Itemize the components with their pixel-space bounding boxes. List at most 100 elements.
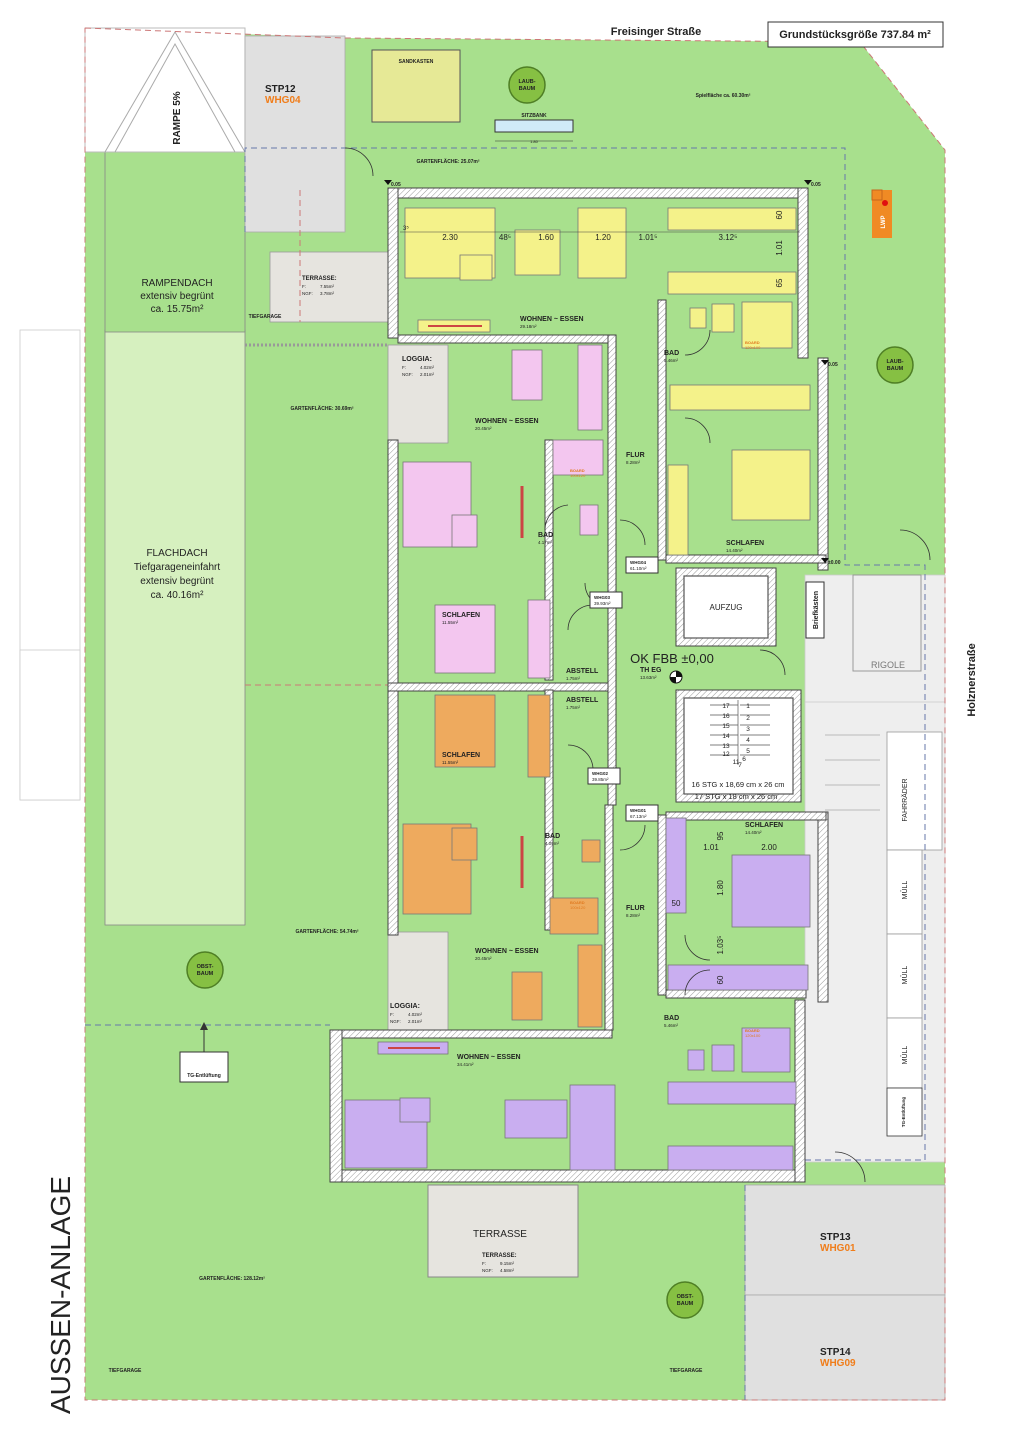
building-wall-right-2 [817, 811, 829, 1003]
ok-fbb-label: OK FBB ±0,00 [630, 651, 714, 666]
tg-entl-left: TG-Entlüftung [187, 1073, 221, 1079]
terrasse-top-n: NGF: [302, 291, 313, 296]
terrasse-bottom-big: TERRASSE [473, 1229, 527, 1240]
stair-inner [683, 697, 794, 795]
room-w2-name: WOHNEN ~ ESSEN [475, 948, 539, 955]
tg-entluftung-box [179, 1051, 229, 1083]
dim-w1-180: 1.80 [716, 880, 725, 896]
room-w1bad-area: 5.46m² [664, 1023, 679, 1028]
room-w1-area: 34.41m² [457, 1062, 474, 1067]
tg-entl-box [886, 1087, 923, 1137]
room-w4-area: 29.18m² [520, 324, 537, 329]
room-w4schl-name: SCHLAFEN [726, 540, 764, 547]
board-w3 [552, 439, 604, 476]
board-dim-w4: 120x100 [745, 345, 761, 350]
room-w4flur-name: FLUR [626, 452, 645, 459]
room-w1-name: WOHNEN ~ ESSEN [457, 1054, 521, 1061]
terrasse-top-fv: 7.55m² [320, 284, 335, 289]
spielflaeche: Spielfläche ca. 60.30m² [696, 93, 751, 99]
stair-num: 6 [742, 756, 746, 763]
flachdach-4: ca. 40.16m² [151, 590, 204, 601]
loggia1-f: F: [402, 365, 406, 370]
parking-stp12 [244, 35, 346, 233]
dim-w1-95: 95 [716, 831, 725, 840]
wall-core-3 [657, 299, 667, 561]
wc-w4 [689, 307, 707, 329]
terrasse-bottom-f: F: [482, 1261, 486, 1266]
board-dim-w2: 100x120 [570, 905, 586, 910]
rampendach-3: ca. 15.75m² [151, 304, 204, 315]
room-w4bad-area: 5.46m² [664, 358, 679, 363]
tiefgarage-3: TIEFGARAGE [670, 1368, 703, 1374]
sitzbank-dim: 1.80 [530, 139, 539, 144]
dim-65: 65 [775, 278, 784, 287]
tiefgarage-1: TIEFGARAGE [249, 314, 282, 320]
dim-w1-60: 60 [716, 975, 725, 984]
parking-stp13 [744, 1184, 946, 1296]
rigole [852, 574, 922, 672]
loggia1-fv: 4.02m² [420, 365, 435, 370]
loggia1-n: NGF: [402, 372, 413, 377]
wall-mid-1 [397, 334, 611, 344]
rampendach-area [104, 151, 246, 333]
dim-2-30: 2.30 [442, 233, 458, 242]
sink-w4 [711, 303, 735, 333]
wardrobe-2-w4 [669, 384, 811, 411]
wall-core-6 [544, 689, 554, 931]
bike-racks [825, 734, 880, 811]
wall-core-5 [544, 439, 554, 681]
garten-1: GARTENFLÄCHE: 25.07m² [416, 158, 479, 165]
board-label-w2: BOARD [570, 900, 585, 905]
laubbaum-label-1b: BAUM [519, 86, 536, 92]
building-wall-bottom [329, 1169, 806, 1183]
kitchen-w1 [667, 1081, 797, 1105]
room-w3abst-name: ABSTELL [566, 668, 599, 675]
rampendach-2: extensiv begrünt [140, 291, 214, 302]
room-w3-area: 20.45m² [475, 426, 492, 431]
sofa-w2 [511, 971, 543, 1021]
loggia2-n: NGF: [390, 1019, 401, 1024]
kitchen-w3 [577, 344, 603, 431]
dim-48: 48⁵ [499, 233, 511, 242]
garten-3: GARTENFLÄCHE: 54.74m² [295, 928, 358, 935]
loggia2-f: F: [390, 1012, 394, 1017]
loggia2-fv: 4.02m² [408, 1012, 423, 1017]
room-w4bad-name: BAD [664, 350, 679, 357]
room-w1flur-name: FLUR [626, 905, 645, 912]
stair-num: 5 [746, 748, 750, 755]
room-w1flur-area: 8.28m² [626, 913, 641, 918]
whg03-area: 39.93m² [594, 601, 611, 606]
lwp-label: LWP [881, 216, 887, 229]
stair-num: 17 [722, 703, 730, 710]
room-th-area: 13.63m² [640, 675, 657, 680]
sofa-w4 [459, 254, 493, 281]
plot-size-box [767, 21, 944, 48]
parking-stp14 [744, 1294, 946, 1401]
kitchen-2-w4 [667, 271, 797, 295]
wardrobe-w2 [527, 694, 551, 778]
obstbaum-icon [666, 1281, 704, 1319]
laubbaum-label-1a: LAUB- [518, 79, 535, 85]
sandkasten [371, 49, 461, 123]
room-w3-name: WOHNEN ~ ESSEN [475, 418, 539, 425]
terrasse-top-title: TERRASSE: [302, 276, 337, 282]
wardrobe-w3 [527, 599, 551, 679]
sofa-w3 [511, 349, 543, 401]
terrasse-top-nv: 3.78m² [320, 291, 335, 296]
outside-left-2 [19, 649, 81, 801]
room-w1schl-area: 14.40m² [745, 830, 762, 835]
stair-num: 3 [746, 726, 750, 733]
stair-treads [710, 700, 770, 765]
loggia2-nv: 2.01m² [408, 1019, 423, 1024]
level-1: 0.05 [391, 182, 401, 188]
whg02-tag: WHG02 [592, 771, 609, 776]
dim-w1-103: 1.03⁵ [716, 936, 725, 955]
stair-info-1: 16 STG x 18,69 cm x 26 cm [692, 780, 785, 789]
loggia1-title: LOGGIA: [402, 356, 432, 363]
bed-w3 [434, 604, 496, 674]
stp14-label: STP14 [820, 1347, 851, 1358]
aussen-anlage: AUSSEN-ANLAGE [45, 1176, 76, 1414]
street-top: Freisinger Straße [611, 26, 701, 38]
dim-1-01: 1.01⁵ [639, 233, 658, 242]
